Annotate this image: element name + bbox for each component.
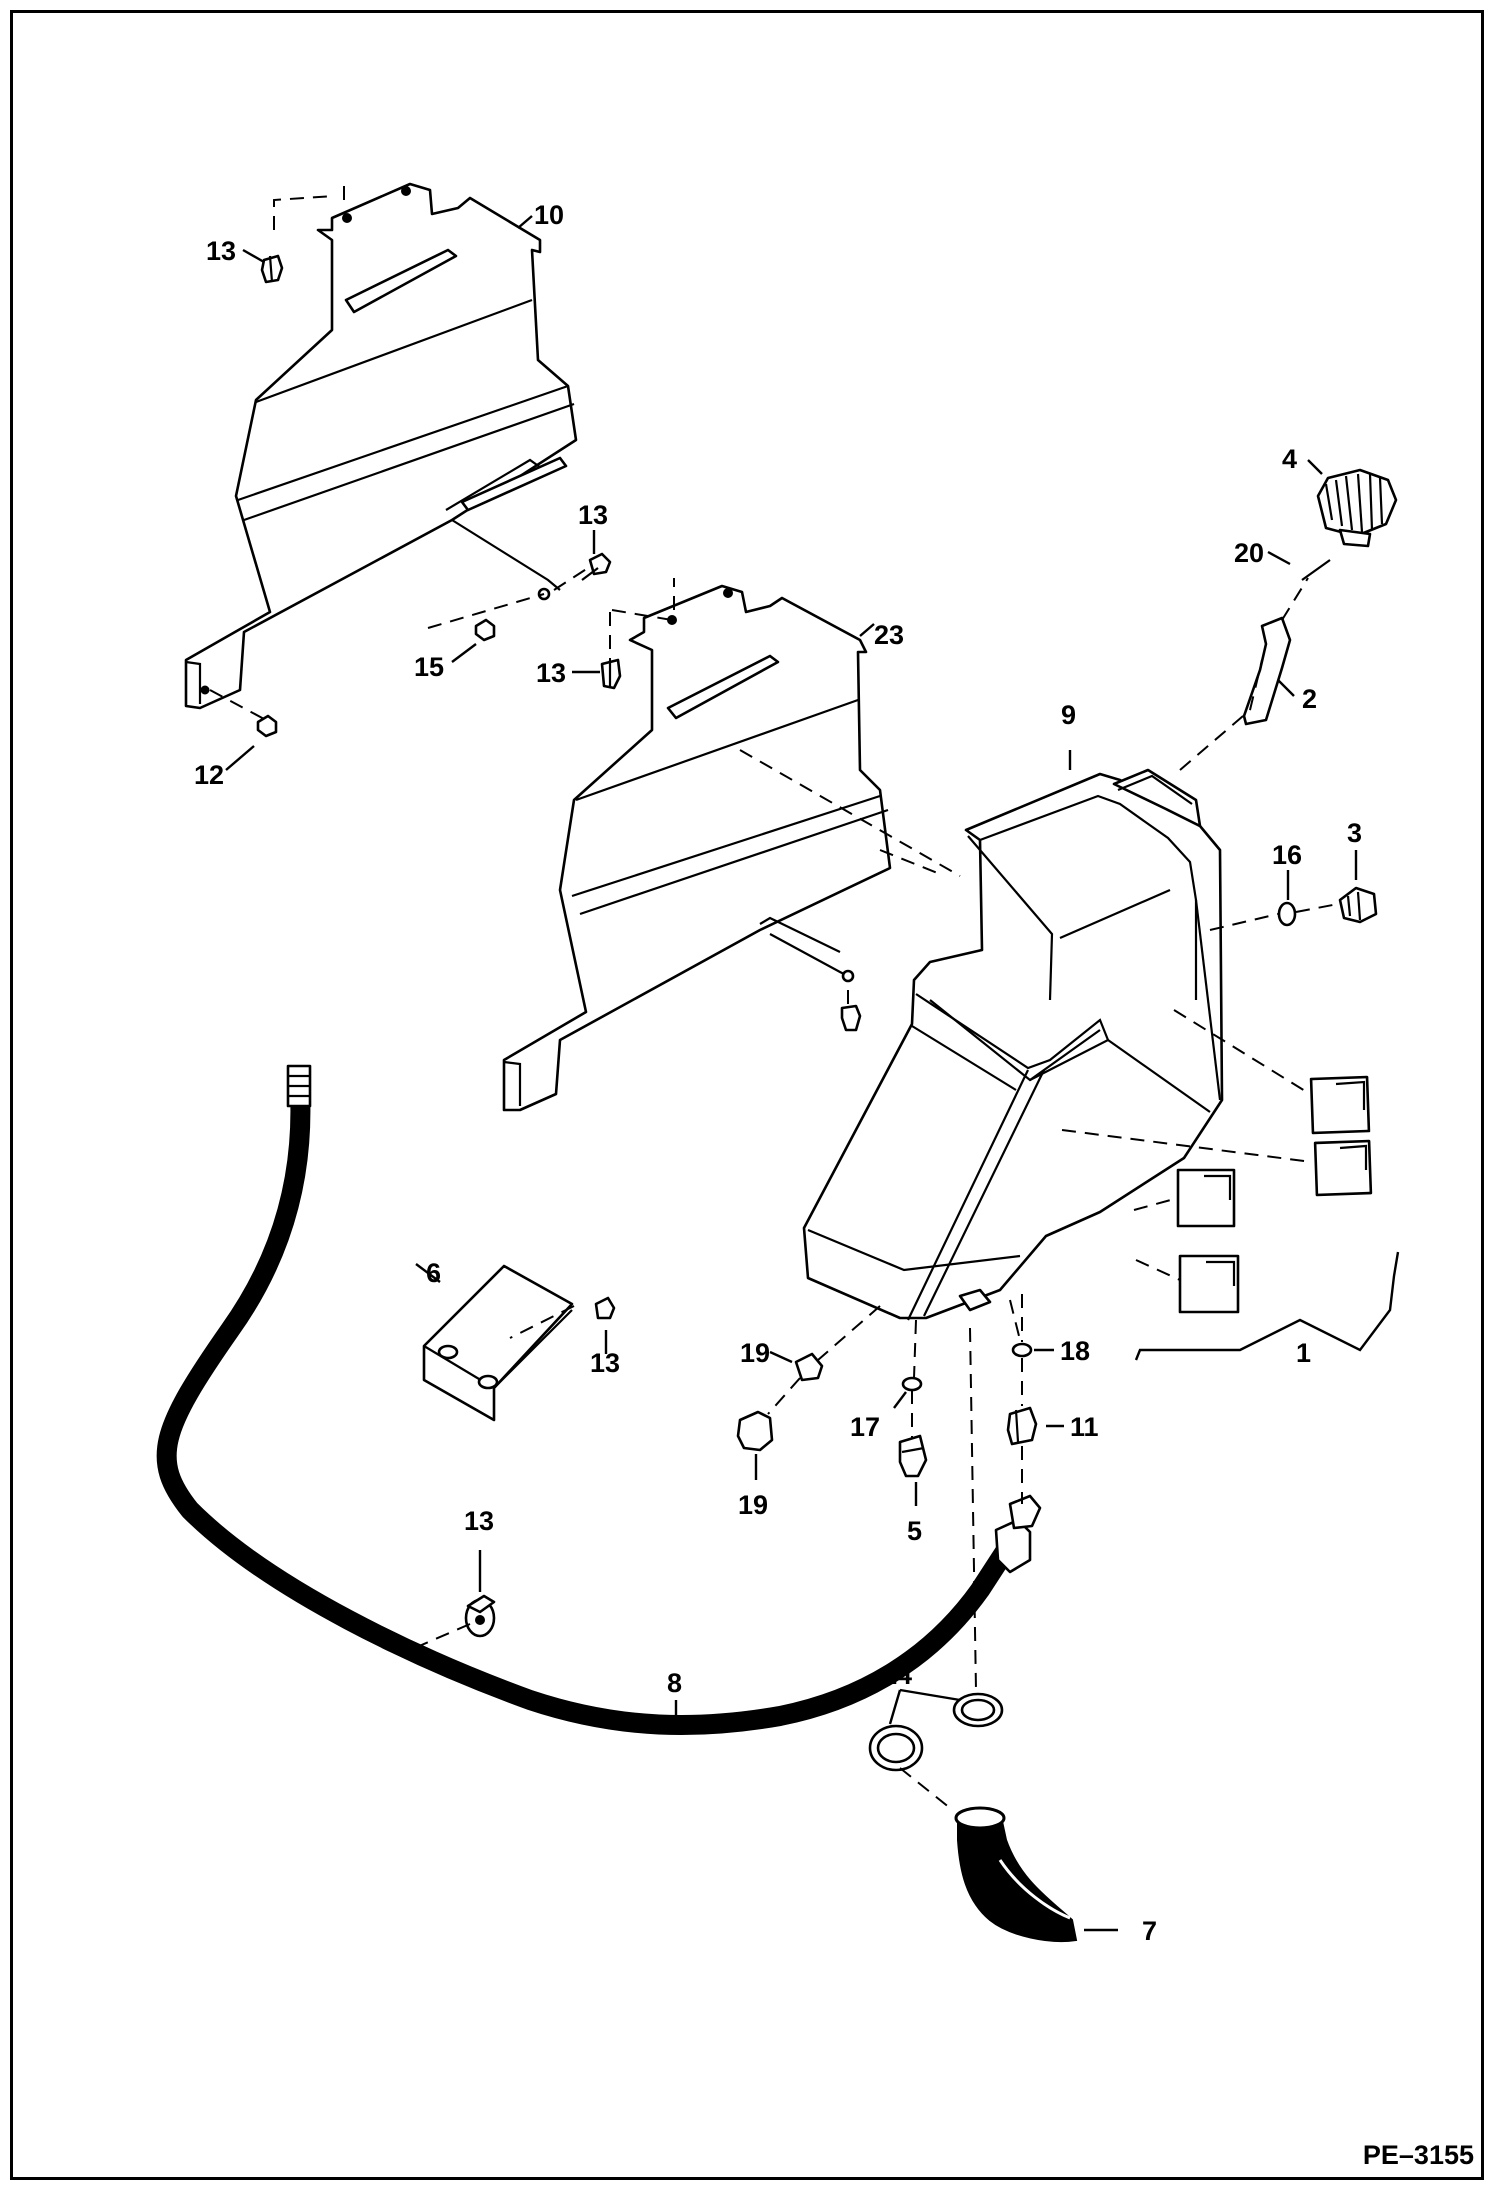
- callout-21: 19: [740, 1338, 770, 1368]
- callout-4: 4: [1282, 444, 1297, 474]
- diagram-frame: [10, 10, 1484, 2180]
- assembly-dashed-lines: [209, 180, 1339, 1809]
- callout-2: 2: [1302, 684, 1317, 714]
- callout-19: 18: [1060, 1336, 1090, 1366]
- callout-9: 9: [1061, 700, 1076, 730]
- callout-11: 11: [1070, 1412, 1099, 1442]
- callout-14: 13: [578, 500, 608, 530]
- clamp-15: [464, 1594, 496, 1638]
- bolt-13a: [260, 254, 284, 284]
- callout-18: 16: [1272, 840, 1302, 870]
- fitting-11: [1006, 1406, 1038, 1446]
- fitting-21: [794, 1352, 824, 1382]
- drawing-code: PE–3155: [1363, 2140, 1474, 2170]
- callout-8: 8: [667, 1668, 682, 1698]
- callout-13: 13: [536, 658, 566, 688]
- cap-22: [736, 1410, 774, 1452]
- nut-12: [256, 714, 278, 738]
- bolt-13b: [600, 658, 622, 690]
- callout-13: 13: [590, 1348, 620, 1378]
- tank-9: [802, 768, 1224, 1321]
- leader-lines: [225, 215, 1358, 1932]
- elbow-hose-7: [954, 1806, 1078, 1942]
- o-ring-19a: [901, 1376, 923, 1392]
- callout-19: 17: [850, 1412, 880, 1442]
- bolt-13c: [594, 1296, 616, 1320]
- callout-20: 20: [1234, 538, 1264, 568]
- callout-6: 6: [426, 1258, 441, 1288]
- nut-17: [474, 618, 496, 642]
- pads-1: [1176, 1075, 1373, 1314]
- callout-15: 13: [464, 1506, 494, 1536]
- callout-labels: 10 13 13 15 12 13 23 9 4 20 2 3 16 1 6 1…: [194, 200, 1474, 2170]
- o-ring-19b: [1011, 1342, 1033, 1358]
- bolt-14: [581, 552, 612, 581]
- callout-3: 3: [1347, 818, 1362, 848]
- callout-10: 10: [534, 200, 564, 230]
- callout-5: 5: [907, 1516, 922, 1546]
- fitting-5: [898, 1434, 928, 1478]
- shield-10: [184, 182, 578, 710]
- hose-8: [156, 1082, 1016, 1736]
- o-ring-18: [1277, 901, 1297, 927]
- shield-23: [502, 584, 892, 1112]
- callout-17: 15: [414, 652, 444, 682]
- callout-22: 19: [738, 1490, 768, 1520]
- gasket-20: [1301, 559, 1331, 581]
- cap-4: [1316, 468, 1398, 548]
- callout-12: 12: [194, 760, 224, 790]
- callout-13: 13: [206, 236, 236, 266]
- callout-16: 14: [882, 1660, 912, 1690]
- hose-2: [1242, 616, 1292, 726]
- callout-1: 1: [1296, 1338, 1311, 1368]
- bracket-1: [1134, 1251, 1400, 1361]
- callout-7: 7: [1142, 1916, 1157, 1946]
- callout-23: 23: [874, 620, 904, 650]
- bracket-6: [422, 1264, 574, 1422]
- plug-3: [1338, 886, 1378, 924]
- bolt-13-lower-shield: [840, 1004, 862, 1032]
